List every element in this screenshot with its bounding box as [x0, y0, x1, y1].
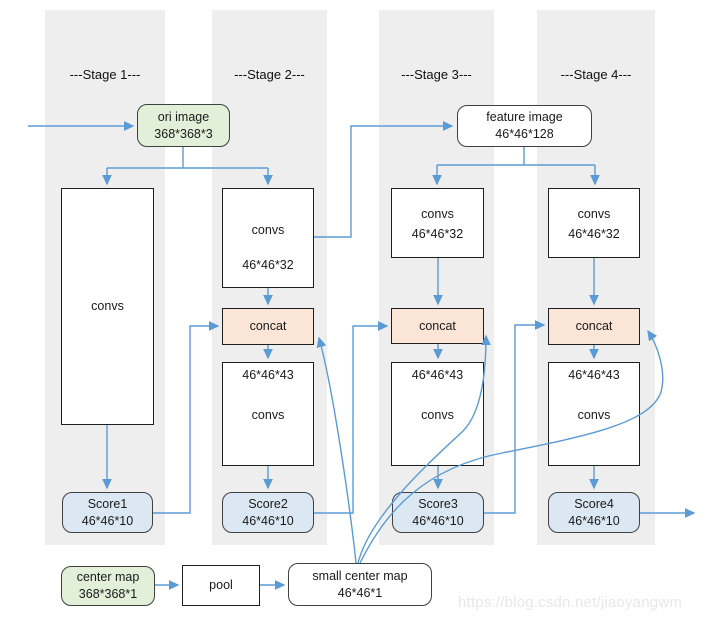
watermark-url: https://blog.csdn.net/jiaoyangwm	[458, 594, 683, 611]
stage3-label: ---Stage 3---	[401, 67, 472, 82]
node-convs43-stage4-size: 46*46*43	[568, 368, 620, 382]
node-score2: Score2 46*46*10	[222, 492, 314, 533]
node-center-map-size: 368*368*1	[78, 587, 138, 601]
node-ori-image-label: ori image	[157, 109, 210, 124]
node-concat-stage3: concat	[391, 308, 484, 344]
node-score1-size: 46*46*10	[81, 513, 134, 528]
stage4-label: ---Stage 4---	[560, 67, 632, 82]
node-small-center-map-size: 46*46*1	[337, 585, 383, 600]
node-convs-stage1: convs	[61, 188, 154, 425]
node-ori-image-size: 368*368*3	[154, 126, 213, 141]
node-feature-image: feature image 46*46*128	[457, 105, 592, 147]
node-score3-label: Score3	[418, 496, 458, 511]
node-score4-label: Score4	[574, 496, 614, 511]
node-small-center-map: small center map 46*46*1	[288, 563, 432, 606]
node-convs43-stage4-label: convs	[577, 408, 611, 422]
node-concat-stage2-label: concat	[249, 319, 287, 333]
node-score4: Score4 46*46*10	[548, 492, 640, 533]
node-convs-stage3-size: 46*46*32	[411, 227, 464, 241]
node-small-center-map-label: small center map	[312, 568, 408, 583]
node-concat-stage3-label: concat	[419, 318, 456, 333]
node-concat-stage4: concat	[548, 308, 640, 345]
node-convs-stage4-size: 46*46*32	[568, 227, 620, 241]
node-convs43-stage2-size: 46*46*43	[242, 368, 294, 382]
stage1-label: ---Stage 1---	[69, 67, 141, 82]
node-score1: Score1 46*46*10	[62, 492, 153, 533]
node-score3: Score3 46*46*10	[392, 492, 484, 533]
node-score3-size: 46*46*10	[412, 513, 464, 528]
node-convs43-stage2: 46*46*43 convs	[222, 362, 314, 466]
node-convs43-stage3-size: 46*46*43	[411, 368, 464, 382]
node-convs43-stage2-label: convs	[251, 408, 285, 422]
node-pool-label: pool	[209, 578, 233, 592]
node-feature-image-size: 46*46*128	[495, 127, 554, 141]
node-ori-image: ori image 368*368*3	[137, 104, 230, 147]
node-convs-stage3: convs 46*46*32	[391, 188, 484, 258]
node-convs43-stage3: 46*46*43 convs	[391, 362, 484, 466]
node-convs43-stage3-label: convs	[421, 408, 454, 422]
node-convs-stage2-size: 46*46*32	[242, 258, 294, 272]
node-center-map-label: center map	[76, 570, 140, 584]
node-center-map: center map 368*368*1	[61, 566, 155, 606]
node-feature-image-label: feature image	[486, 110, 563, 124]
node-convs43-stage4: 46*46*43 convs	[548, 362, 640, 466]
node-convs-stage2-label: convs	[251, 223, 285, 237]
node-score2-label: Score2	[248, 496, 288, 511]
node-score4-size: 46*46*10	[568, 513, 620, 528]
node-convs-stage3-label: convs	[421, 207, 454, 221]
node-concat-stage2: concat	[222, 308, 314, 345]
node-convs-stage1-label: convs	[91, 299, 124, 313]
node-score1-label: Score1	[87, 496, 128, 511]
node-score2-size: 46*46*10	[242, 513, 294, 528]
node-concat-stage4-label: concat	[575, 319, 613, 333]
node-pool: pool	[182, 565, 260, 606]
node-convs-stage4-label: convs	[577, 207, 611, 221]
node-convs-stage4: convs 46*46*32	[548, 188, 640, 258]
node-convs-stage2: convs 46*46*32	[222, 188, 314, 288]
stage2-label: ---Stage 2---	[234, 67, 305, 82]
